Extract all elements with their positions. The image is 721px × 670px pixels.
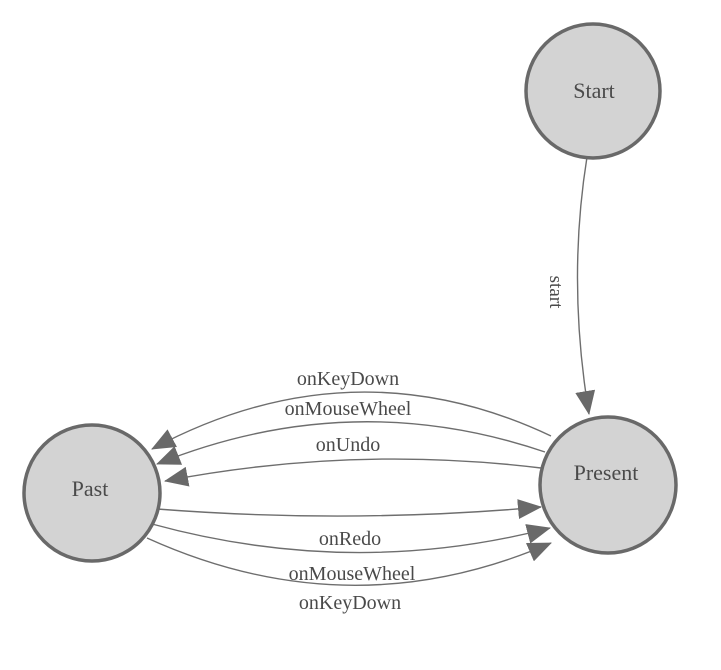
state-circle-start[interactable] (524, 22, 662, 160)
state-node-start[interactable]: Start (524, 22, 662, 160)
state-label-present: Present (574, 460, 639, 485)
transition-label-onredo-to-present: onRedo (319, 528, 381, 550)
edge-line-onmousewheel-to-past[interactable] (156, 421, 546, 465)
state-circle-present[interactable] (538, 415, 678, 555)
state-label-start: Start (573, 78, 615, 103)
transition-edge-onkeydown-to-past[interactable]: onKeyDown (151, 368, 552, 450)
transition-label-onundo-to-past: onUndo (316, 434, 380, 456)
transition-label-onkeydown-to-present: onKeyDown (299, 592, 401, 614)
state-label-past: Past (72, 476, 109, 501)
transition-edge-onundo-to-past[interactable]: onUndo (164, 434, 542, 487)
edge-line-onredo-to-present[interactable] (156, 499, 542, 519)
state-node-past[interactable]: Past (22, 423, 162, 563)
edge-line-onkeydown-to-present[interactable] (146, 537, 552, 586)
transition-edge-onkeydown-to-present[interactable]: onKeyDown (146, 537, 552, 614)
transition-label-onmousewheel-to-past: onMouseWheel (285, 398, 412, 420)
transition-edge-onmousewheel-to-past[interactable]: onMouseWheel (156, 398, 546, 465)
transition-label-onmousewheel-to-present: onMouseWheel (289, 563, 416, 585)
edge-line-onundo-to-past[interactable] (164, 458, 542, 487)
state-node-present[interactable]: Present (538, 415, 678, 555)
transition-label-onkeydown-to-past: onKeyDown (297, 368, 399, 390)
transition-edge-onmousewheel-to-present[interactable]: onMouseWheel (151, 523, 551, 585)
transition-edge-onredo-to-present[interactable]: onRedo (156, 499, 542, 550)
transition-label-start: start (545, 276, 566, 309)
edge-line-onkeydown-to-past[interactable] (151, 391, 552, 450)
state-circle-past[interactable] (22, 423, 162, 563)
transition-edge-start[interactable]: start (545, 156, 596, 415)
edge-line-start[interactable] (575, 156, 596, 415)
edge-line-onmousewheel-to-present[interactable] (151, 523, 551, 554)
